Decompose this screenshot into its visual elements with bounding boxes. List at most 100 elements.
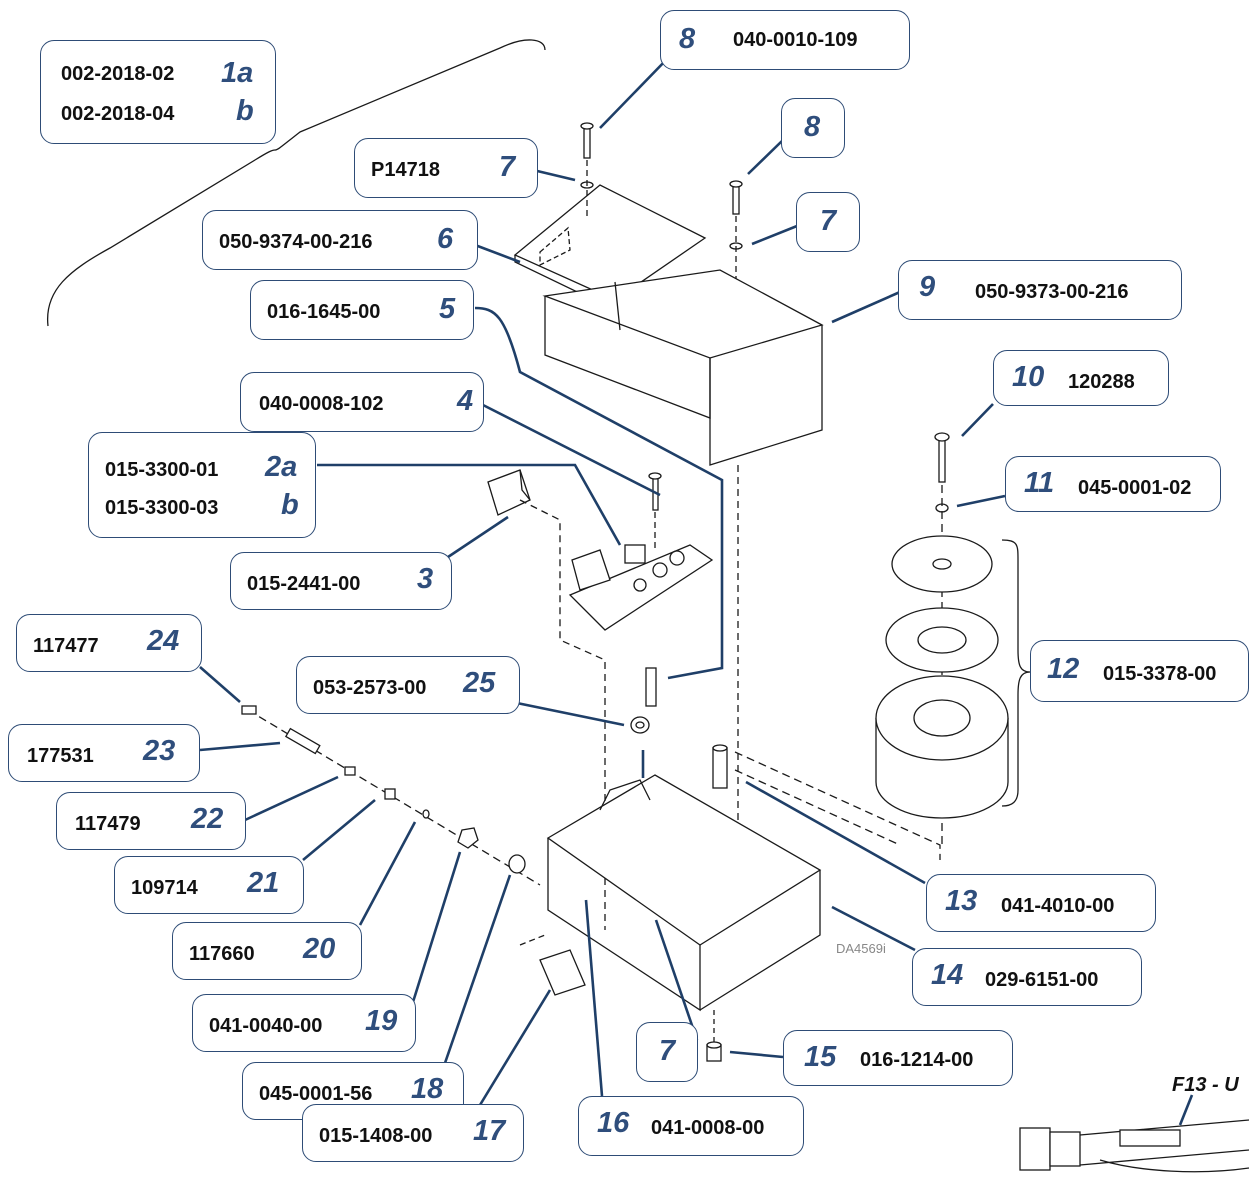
standoff-part-5 <box>645 667 657 707</box>
item-number: 15 <box>804 1041 837 1073</box>
figure-label: F13 - U <box>1172 1074 1239 1096</box>
callout-5: 016-1645-00 5 <box>250 280 474 340</box>
switch-part-17 <box>539 949 586 996</box>
item-number: 1a <box>221 57 254 89</box>
part-number: 041-0040-00 <box>209 1015 323 1037</box>
toroid-part-12 <box>875 535 1009 819</box>
part-number: 050-9373-00-216 <box>975 281 1129 303</box>
item-number: 8 <box>679 23 696 55</box>
item-number: 18 <box>411 1073 444 1105</box>
item-number: 22 <box>191 803 224 835</box>
item-number: 3 <box>417 563 434 595</box>
chassis-part-14 <box>546 774 822 1012</box>
callout-20: 117660 20 <box>172 922 362 980</box>
item-number: 14 <box>931 959 964 991</box>
callout-8-top: 8 040-0010-109 <box>660 10 910 70</box>
callout-2: 015-3300-01 2a 015-3300-03 b <box>88 432 316 538</box>
item-number: b <box>281 489 299 521</box>
callout-4: 040-0008-102 4 <box>240 372 484 432</box>
part-number: 040-0010-109 <box>733 29 858 51</box>
part-number: 050-9374-00-216 <box>219 231 373 253</box>
part-number: 117479 <box>75 813 141 835</box>
item-number: 10 <box>1012 361 1045 393</box>
part-number: 015-1408-00 <box>319 1125 433 1147</box>
part-number: 053-2573-00 <box>313 677 427 699</box>
item-number: 23 <box>143 735 176 767</box>
item-number: 19 <box>365 1005 398 1037</box>
callout-3: 015-2441-00 3 <box>230 552 452 610</box>
item-number: 8 <box>804 111 821 143</box>
brace-1 <box>46 39 546 327</box>
callout-12: 12 015-3378-00 <box>1030 640 1249 702</box>
washer-part-18 <box>508 854 526 874</box>
item-number: 7 <box>659 1035 676 1067</box>
item-number: 11 <box>1024 467 1055 499</box>
part-number: 117477 <box>33 635 99 657</box>
part-number: 120288 <box>1068 371 1135 393</box>
item-number: 16 <box>597 1107 630 1139</box>
part-number: 015-2441-00 <box>247 573 361 595</box>
part-number: 117660 <box>189 943 255 965</box>
item-number: 5 <box>439 293 456 325</box>
callout-1: 002-2018-02 1a 002-2018-04 b <box>40 40 276 144</box>
callout-23: 177531 23 <box>8 724 200 782</box>
cable-connector-f13 <box>1019 1119 1249 1173</box>
grommet-part-25 <box>630 716 650 734</box>
part-number: 002-2018-02 <box>61 63 175 85</box>
spacer-part-13 <box>712 744 728 789</box>
item-number: 17 <box>473 1115 506 1147</box>
cable-part-24 <box>241 705 257 715</box>
part-number: 045-0001-02 <box>1078 477 1192 499</box>
item-number: 7 <box>820 205 837 237</box>
item-number: 4 <box>457 385 474 417</box>
callout-7-top: P14718 7 <box>354 138 538 198</box>
outer-cover-part <box>542 269 824 466</box>
pcb-part <box>568 544 714 631</box>
part-number: 002-2018-04 <box>61 103 175 125</box>
part-number: 109714 <box>131 877 198 899</box>
screw-part-10 <box>934 432 950 483</box>
callout-21: 109714 21 <box>114 856 304 914</box>
part-number: 015-3300-03 <box>105 497 219 519</box>
part-number: 016-1214-00 <box>860 1049 974 1071</box>
item-number: 25 <box>463 667 496 699</box>
part-number: 040-0008-102 <box>259 393 384 415</box>
callout-16: 16 041-0008-00 <box>578 1096 804 1156</box>
leaders <box>199 57 1194 1126</box>
item-number: 24 <box>147 625 180 657</box>
callout-24: 117477 24 <box>16 614 202 672</box>
part-number: 045-0001-56 <box>259 1083 373 1105</box>
callout-7-right: 7 <box>796 192 860 252</box>
power-inlet-part-3 <box>487 469 531 516</box>
item-number: 21 <box>247 867 280 899</box>
drawing-id: DA4569i <box>836 941 886 956</box>
callout-8: 8 <box>781 98 845 158</box>
callout-11: 11 045-0001-02 <box>1005 456 1221 512</box>
part-number: 041-4010-00 <box>1001 895 1115 917</box>
item-number: 12 <box>1047 653 1080 685</box>
nut-part-19 <box>457 827 479 849</box>
callout-25: 053-2573-00 25 <box>296 656 520 714</box>
part-number: 015-3378-00 <box>1103 663 1217 685</box>
callout-17: 015-1408-00 17 <box>302 1104 524 1162</box>
item-number: 20 <box>303 933 336 965</box>
part-number: 041-0008-00 <box>651 1117 765 1139</box>
part-number: P14718 <box>371 159 440 181</box>
callout-14: 14 029-6151-00 <box>912 948 1142 1006</box>
screw-part-8a <box>580 122 594 159</box>
callout-10: 10 120288 <box>993 350 1169 406</box>
item-number: 6 <box>437 223 454 255</box>
item-number: 13 <box>945 885 978 917</box>
callout-19: 041-0040-00 19 <box>192 994 416 1052</box>
callout-22: 117479 22 <box>56 792 246 850</box>
item-number: b <box>236 95 254 127</box>
callout-9: 9 050-9373-00-216 <box>898 260 1182 320</box>
part-number: 015-3300-01 <box>105 459 219 481</box>
part-number: 029-6151-00 <box>985 969 1099 991</box>
callout-7-bottom: 7 <box>636 1022 698 1082</box>
item-number: 2a <box>265 451 298 483</box>
callout-15: 15 016-1214-00 <box>783 1030 1013 1086</box>
screw-part-8b <box>729 180 743 215</box>
cable-part-21 <box>384 788 396 800</box>
